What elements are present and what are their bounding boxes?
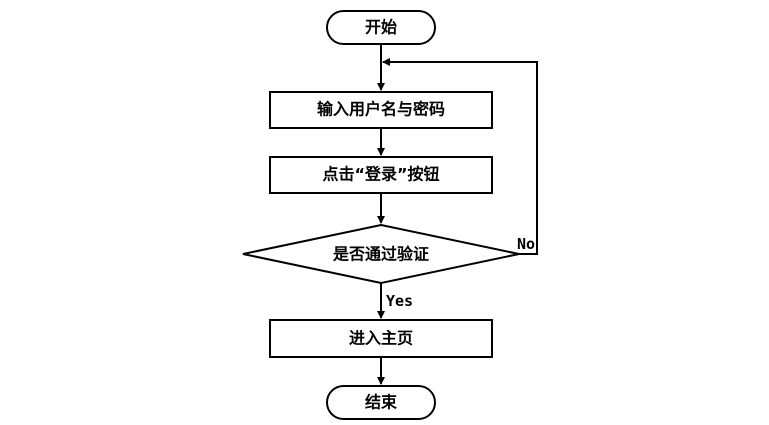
start-node: 开始 (326, 10, 436, 45)
click-node: 点击“登录”按钮 (269, 156, 493, 194)
end-node-label: 结束 (364, 393, 398, 412)
decision-node-label: 是否通过验证 (332, 245, 429, 264)
start-node-label: 开始 (365, 18, 397, 37)
edge-yes-label: Yes (386, 292, 413, 310)
home-node-label: 进入主页 (349, 329, 413, 348)
edge-no-loop (382, 58, 538, 255)
edge-no-label: No (517, 235, 535, 253)
input-node: 输入用户名与密码 (269, 91, 493, 129)
decision-node: 是否通过验证 (242, 223, 520, 285)
home-node: 进入主页 (269, 319, 493, 358)
input-node-label: 输入用户名与密码 (317, 100, 445, 119)
click-node-label: 点击“登录”按钮 (322, 165, 439, 184)
end-node: 结束 (326, 385, 436, 420)
